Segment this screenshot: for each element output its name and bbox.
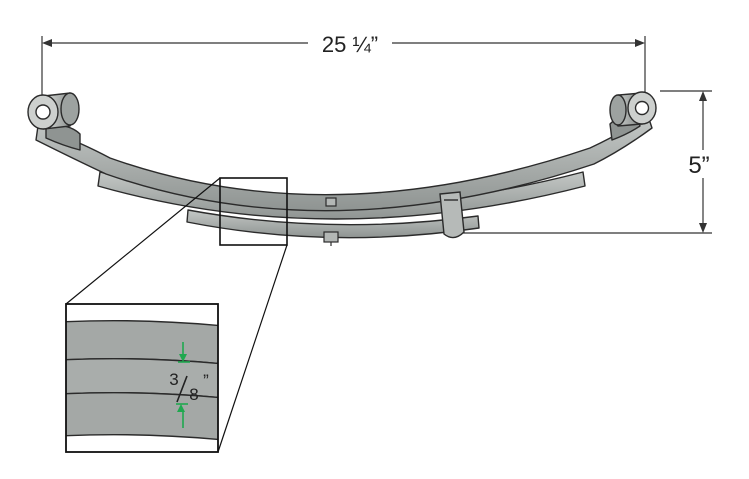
rebound-clip-band xyxy=(439,191,465,239)
left-eye-hole xyxy=(35,104,51,120)
leaf-spring xyxy=(35,111,653,239)
length-label: 25 ¼” xyxy=(322,32,378,57)
rebound-clip xyxy=(439,191,465,239)
right-eye-hole xyxy=(634,100,650,116)
thickness-numerator: 3 xyxy=(169,370,178,389)
height-arrow-top xyxy=(699,91,707,101)
thickness-denominator: 8 xyxy=(189,385,198,404)
left-eye-end xyxy=(60,92,80,126)
right-eye-bushing xyxy=(609,91,657,127)
zoom-detail: 3 8 ” xyxy=(65,303,219,453)
left-eye-bushing xyxy=(27,92,80,130)
leaf-3 xyxy=(186,209,480,239)
thickness-unit: ” xyxy=(203,371,209,390)
height-label-bg xyxy=(684,150,714,178)
zoom-frame xyxy=(65,303,219,453)
center-bolt-head xyxy=(325,197,337,207)
leaf-1-main xyxy=(35,115,653,212)
thickness-fraction-slash xyxy=(176,375,188,403)
zoom-leaf-top xyxy=(66,319,218,365)
zoom-leaf-bottom xyxy=(66,391,218,441)
thickness-arrow-bottom-head xyxy=(177,404,185,412)
center-bolt-nut xyxy=(323,231,339,243)
thickness-indicator xyxy=(176,342,190,428)
zoom-leaf-middle xyxy=(66,357,218,399)
zoom-connector-right xyxy=(217,244,288,453)
zoom-source-box xyxy=(219,177,288,246)
height-arrow-bottom xyxy=(699,223,707,233)
center-bolt xyxy=(323,197,339,246)
zoom-connector-left xyxy=(65,177,221,305)
length-arrow-left xyxy=(42,39,52,47)
length-arrow-right xyxy=(635,39,645,47)
height-label: 5” xyxy=(688,152,709,179)
thickness-arrow-top-head xyxy=(179,354,187,362)
right-eye-end xyxy=(609,94,627,126)
